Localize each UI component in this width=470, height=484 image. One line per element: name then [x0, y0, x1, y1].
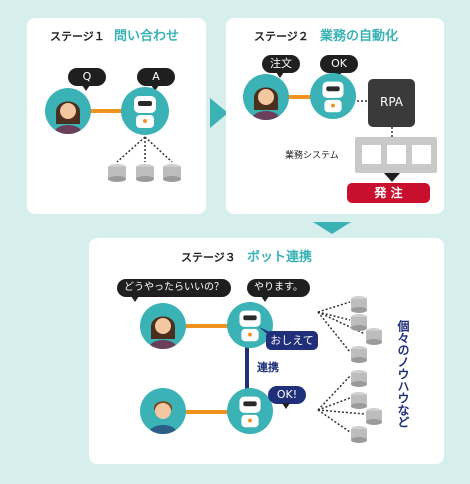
database-icon: [351, 392, 367, 409]
arrow-down-icon: [384, 173, 400, 182]
database-icon: [136, 164, 154, 182]
woman-icon: [54, 101, 82, 134]
stage3-customer-avatar: [140, 303, 186, 349]
stage3-knowhow-label: 個々のノウハウなど: [396, 320, 410, 428]
business-system-label: 業務システム: [285, 151, 339, 161]
database-icon: [351, 426, 367, 443]
robot-icon: [134, 96, 156, 128]
stage3-title: ボット連携: [247, 250, 313, 265]
stage1-bot-avatar: [121, 87, 169, 135]
stage2-connector: [285, 95, 325, 99]
stage3-link-line: [245, 334, 249, 404]
stage1-customer-avatar: [45, 88, 91, 134]
stage3-top-connector: [178, 324, 238, 328]
woman-icon: [252, 87, 280, 120]
robot-icon: [239, 396, 261, 428]
rpa-box: [368, 79, 415, 127]
stage3-teach-label: おしえて: [270, 334, 314, 347]
stage2-ok-bubble: OK: [320, 55, 358, 78]
stage1-answer-bubble: A: [137, 68, 175, 91]
woman-icon: [149, 316, 177, 349]
stage1-title: 問い合わせ: [114, 29, 180, 44]
database-icon: [351, 370, 367, 387]
robot-icon: [322, 81, 344, 113]
database-icon: [351, 314, 367, 331]
database-icon: [366, 408, 382, 425]
stage1-connector: [88, 109, 148, 113]
man-icon: [149, 401, 177, 434]
stage2-title: 業務の自動化: [320, 29, 399, 44]
stage3-database-icons: [351, 296, 382, 443]
database-icon: [351, 296, 367, 313]
robot-icon: [239, 310, 261, 342]
order-label: 発 注: [374, 186, 403, 200]
database-icon: [366, 328, 382, 345]
stage3-bottom-connector: [178, 410, 238, 414]
stage1-database-icons: [108, 164, 181, 182]
stage3-teach-bubble: [266, 331, 318, 350]
stage3-number: ステージ３: [181, 251, 236, 264]
stage1-question-bubble: Q: [68, 68, 106, 91]
stage3-bot-avatar-top: [227, 302, 273, 348]
stage2-number: ステージ２: [254, 30, 309, 43]
stage3-ok-bubble: OK!: [268, 386, 306, 409]
stage3-link-label: 連携: [257, 361, 279, 374]
database-icon: [108, 164, 126, 182]
stage2-order-request-bubble: 注文: [262, 55, 300, 78]
stage3-question-bubble: どうやったらいいの？: [117, 279, 231, 302]
stage2-bot-avatar: [310, 73, 356, 119]
stage3-reply-bubble: やります。: [247, 279, 310, 302]
stage3-bot-avatar-bottom: [227, 388, 273, 434]
rpa-label: RPA: [379, 95, 403, 109]
stage2-customer-avatar: [243, 74, 289, 120]
stage3-staff-avatar: [140, 388, 186, 434]
stage1-number: ステージ１: [50, 30, 105, 43]
database-icon: [351, 346, 367, 363]
database-icon: [163, 164, 181, 182]
order-box: [347, 183, 430, 203]
